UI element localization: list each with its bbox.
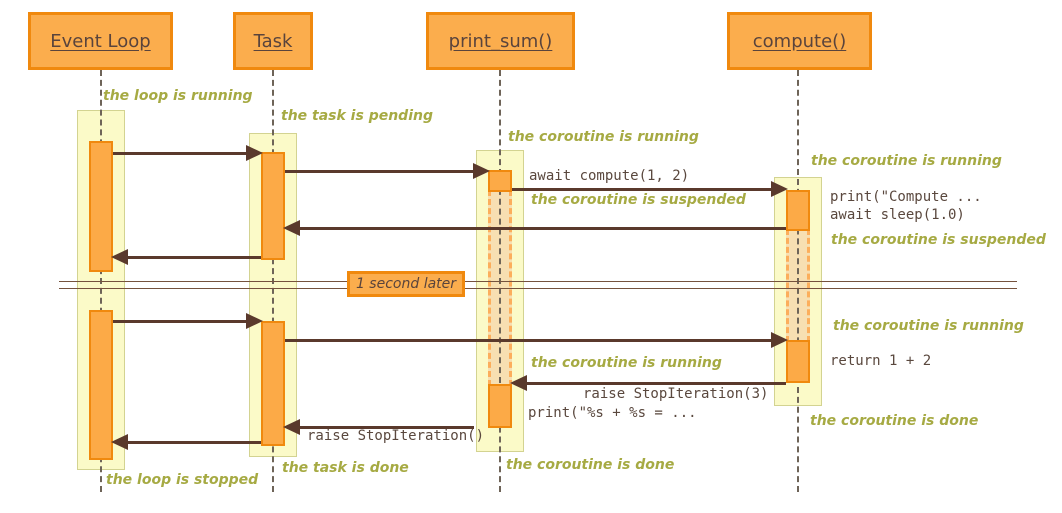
participant-compute: compute() [727, 12, 872, 70]
compute-activation-2 [786, 340, 810, 383]
participant-event-loop: Event Loop [28, 12, 173, 70]
note-compute-done: the coroutine is done [810, 413, 979, 429]
participant-print-sum: print_sum() [426, 12, 575, 70]
arrow-compute-to-task-return [283, 220, 786, 236]
arrowhead-left-icon [283, 419, 300, 435]
participant-task-label: Task [253, 30, 293, 52]
divider-line-bottom [59, 288, 1017, 289]
arrowhead-left-icon [283, 220, 300, 236]
participant-task: Task [233, 12, 313, 70]
note-print-sum-done: the coroutine is done [506, 457, 675, 473]
arrowhead-right-icon [771, 332, 788, 348]
note-compute-running-1: the coroutine is running [811, 153, 1002, 169]
message-await-compute: await compute(1, 2) [529, 168, 690, 184]
participant-compute-label: compute() [752, 30, 847, 52]
arrow-print-sum-to-task-return [283, 419, 474, 435]
arrow-compute-to-print-sum-return [510, 375, 786, 391]
message-print-result: print("%s + %s = ... [528, 405, 697, 421]
message-raise-stop-3: raise StopIteration(3) [583, 386, 769, 402]
event-loop-activation-1 [89, 141, 113, 272]
arrowhead-right-icon [246, 313, 263, 329]
event-loop-activation-2 [89, 310, 113, 460]
message-await-sleep: await sleep(1.0) [830, 207, 965, 223]
divider-line-top [59, 281, 1017, 282]
participant-print-sum-label: print_sum() [448, 30, 553, 52]
arrowhead-right-icon [473, 163, 490, 179]
message-raise-stop: raise StopIteration() [307, 428, 485, 444]
task-activation-1 [261, 152, 285, 260]
print-sum-activation-2 [488, 384, 512, 428]
note-loop-running: the loop is running [103, 88, 253, 104]
arrowhead-left-icon [111, 434, 128, 450]
note-compute-suspended: the coroutine is suspended [831, 232, 1046, 248]
compute-activation-1 [786, 190, 810, 231]
print-sum-activation-1 [488, 170, 512, 192]
note-print-sum-running-1: the coroutine is running [508, 129, 699, 145]
message-print-compute: print("Compute ... [830, 189, 982, 205]
arrowhead-left-icon [510, 375, 527, 391]
arrow-loop-to-task-1 [113, 145, 263, 161]
task-activation-2 [261, 321, 285, 446]
divider-label-text: 1 second later [355, 276, 457, 292]
participant-event-loop-label: Event Loop [50, 30, 151, 52]
arrow-task-to-compute [285, 332, 788, 348]
arrow-task-to-loop-return-2 [111, 434, 261, 450]
note-task-done: the task is done [282, 460, 409, 476]
note-task-pending: the task is pending [281, 108, 433, 124]
note-compute-running-2: the coroutine is running [833, 318, 1024, 334]
arrowhead-right-icon [246, 145, 263, 161]
arrow-task-to-print-sum [285, 163, 490, 179]
arrow-task-to-loop-return-1 [111, 249, 261, 265]
arrowhead-right-icon [771, 181, 788, 197]
note-print-sum-running-2: the coroutine is running [531, 355, 722, 371]
divider-label: 1 second later [347, 271, 465, 297]
arrow-loop-to-task-2 [113, 313, 263, 329]
note-print-sum-suspended: the coroutine is suspended [531, 192, 746, 208]
arrowhead-left-icon [111, 249, 128, 265]
note-loop-stopped: the loop is stopped [106, 472, 259, 488]
message-return-sum: return 1 + 2 [830, 353, 932, 369]
arrow-print-sum-to-compute [512, 181, 788, 197]
